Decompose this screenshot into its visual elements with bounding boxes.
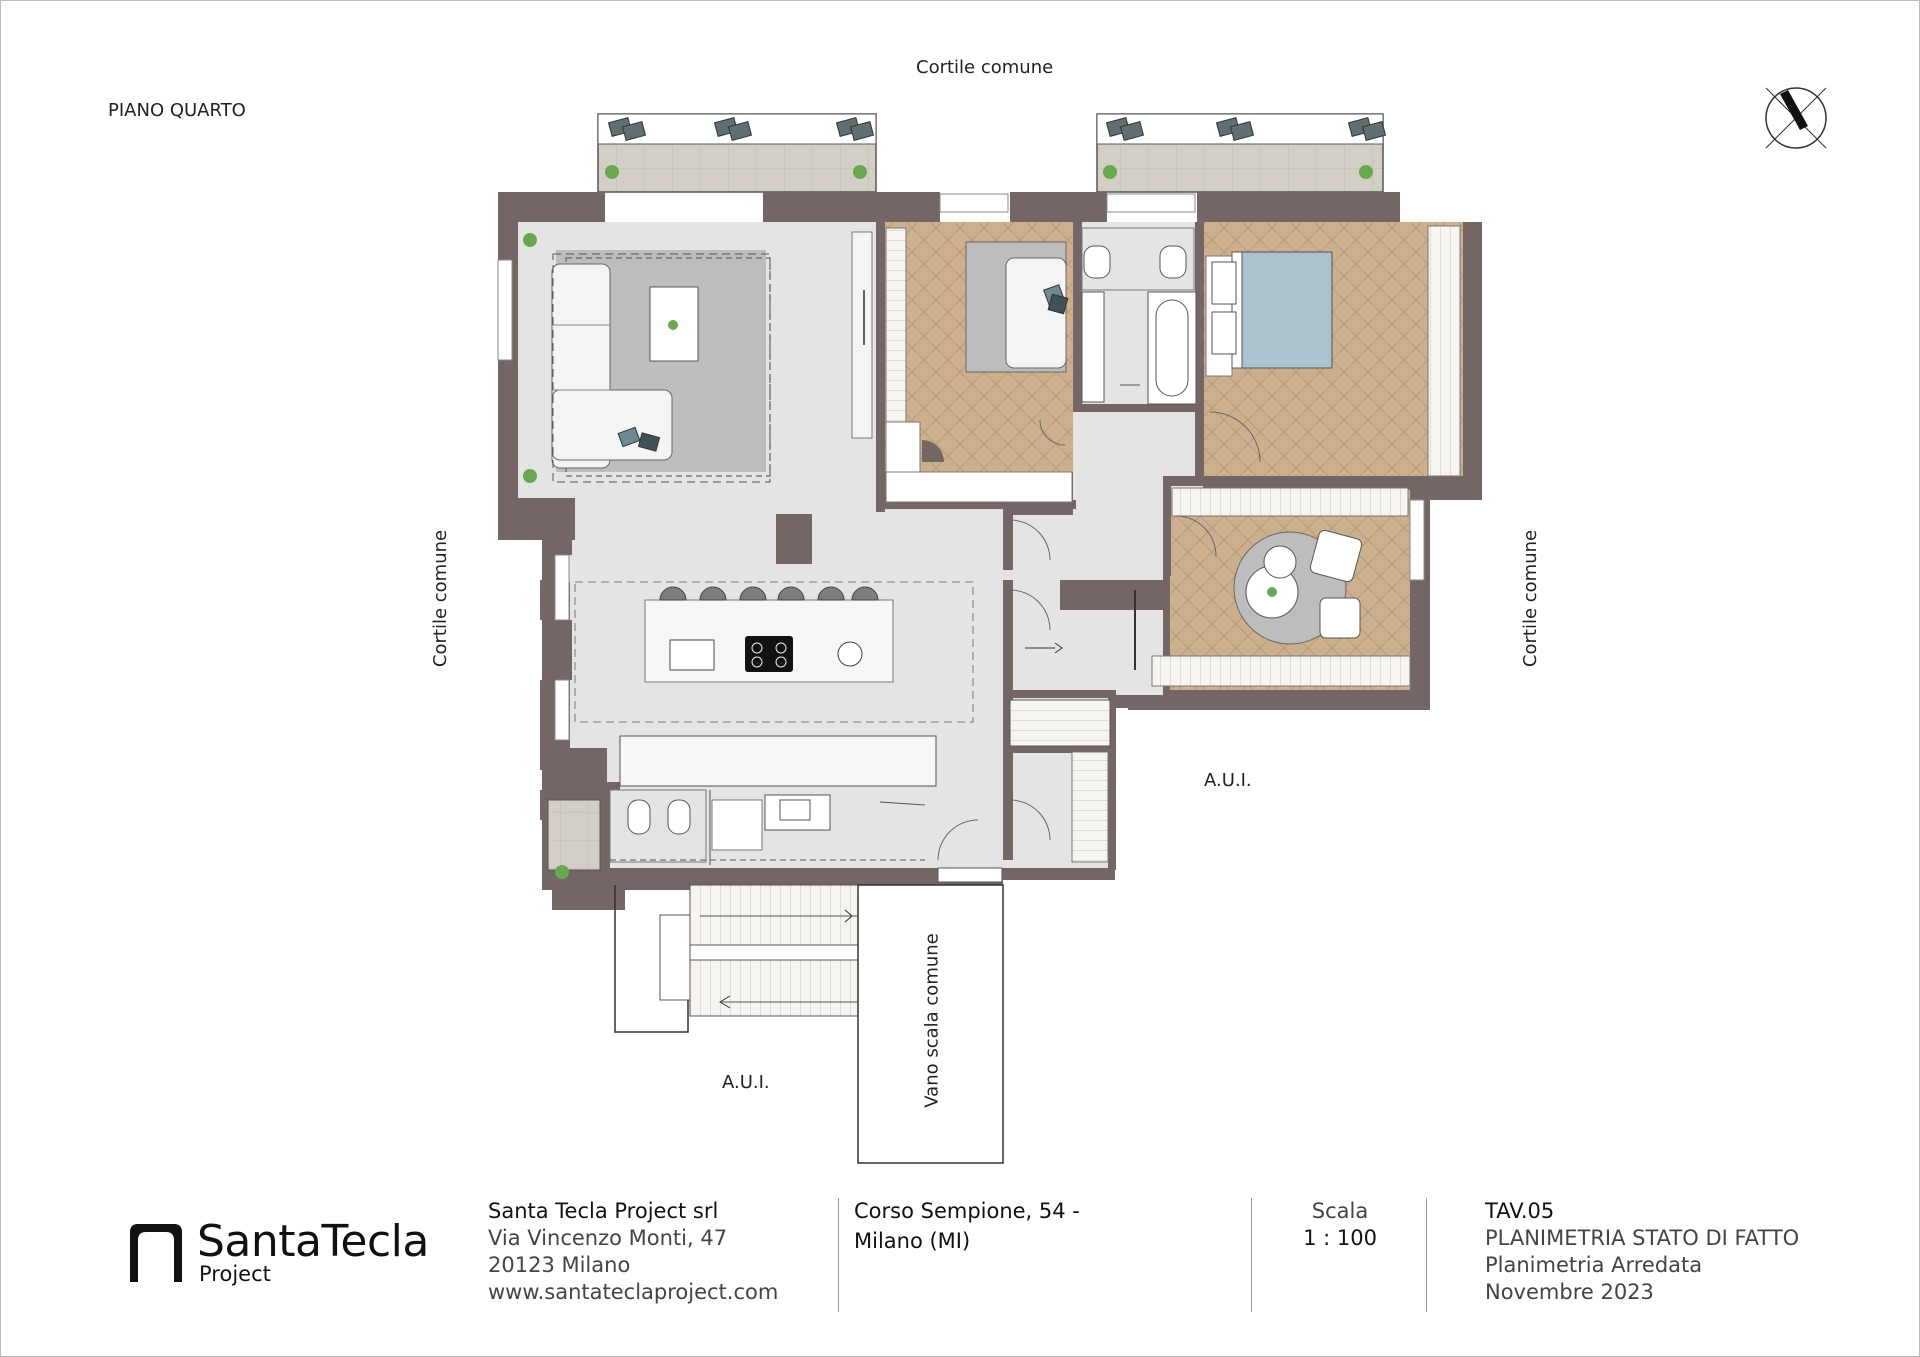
company-name: Santa Tecla Project srl: [488, 1199, 719, 1223]
corridor-details: [1009, 519, 1136, 863]
study-room: [1151, 487, 1411, 687]
sheet-date: Novembre 2023: [1485, 1280, 1654, 1304]
sheet-title: PLANIMETRIA STATO DI FATTO: [1485, 1226, 1800, 1250]
company-city: 20123 Milano: [488, 1253, 631, 1277]
terrace-chairs: [607, 117, 1387, 141]
company-address: Via Vincenzo Monti, 47: [488, 1226, 728, 1250]
tv-unit: [851, 231, 873, 439]
sheet-subtitle: Planimetria Arredata: [1485, 1253, 1703, 1277]
column: [776, 514, 812, 564]
site-block: Corso Sempione, 54 - Milano (MI): [854, 1198, 1080, 1255]
separator: [1426, 1198, 1427, 1312]
company-website[interactable]: www.santateclaproject.com: [488, 1280, 779, 1304]
stair: [614, 884, 1004, 1164]
floor-label: PIANO QUARTO: [108, 100, 246, 121]
kitchen-counter: [619, 735, 937, 787]
scale-value: 1 : 100: [1303, 1226, 1377, 1250]
north-arrow-icon: [1765, 87, 1827, 149]
bar-stools: [659, 586, 879, 601]
logo-name: SantaTecla: [197, 1216, 429, 1267]
plants: [523, 165, 1373, 879]
living-area: [551, 250, 771, 483]
scale-block: Scala 1 : 100: [1252, 1198, 1428, 1252]
sheet-code: TAV.05: [1485, 1199, 1555, 1223]
windows: [497, 193, 1425, 741]
top-courtyard-label: Cortile comune: [916, 57, 1054, 78]
kitchen-island: [574, 581, 974, 723]
interior-walls: [542, 222, 1463, 870]
site-line-1: Corso Sempione, 54 -: [854, 1199, 1080, 1223]
aui-label-bottom: A.U.I.: [722, 1072, 770, 1093]
right-courtyard-label: Cortile comune: [1520, 529, 1542, 668]
logo-icon: [130, 1224, 182, 1282]
aui-label-right: A.U.I.: [1204, 770, 1252, 791]
stair-label: Vano scala comune: [921, 933, 943, 1108]
separator: [838, 1198, 839, 1312]
bathroom-top: [1081, 227, 1197, 405]
separator: [1251, 1198, 1252, 1312]
bathroom-bottom: [547, 789, 926, 871]
sheet-block: TAV.05 PLANIMETRIA STATO DI FATTO Planim…: [1485, 1198, 1799, 1306]
company-block: Santa Tecla Project srl Via Vincenzo Mon…: [488, 1198, 778, 1306]
logo-sub: Project: [199, 1262, 271, 1286]
bedroom-2: [885, 227, 1073, 503]
main-bedroom: [1205, 225, 1461, 477]
scale-label: Scala: [1311, 1199, 1369, 1223]
site-line-2: Milano (MI): [854, 1229, 971, 1253]
left-courtyard-label: Cortile comune: [430, 529, 452, 668]
